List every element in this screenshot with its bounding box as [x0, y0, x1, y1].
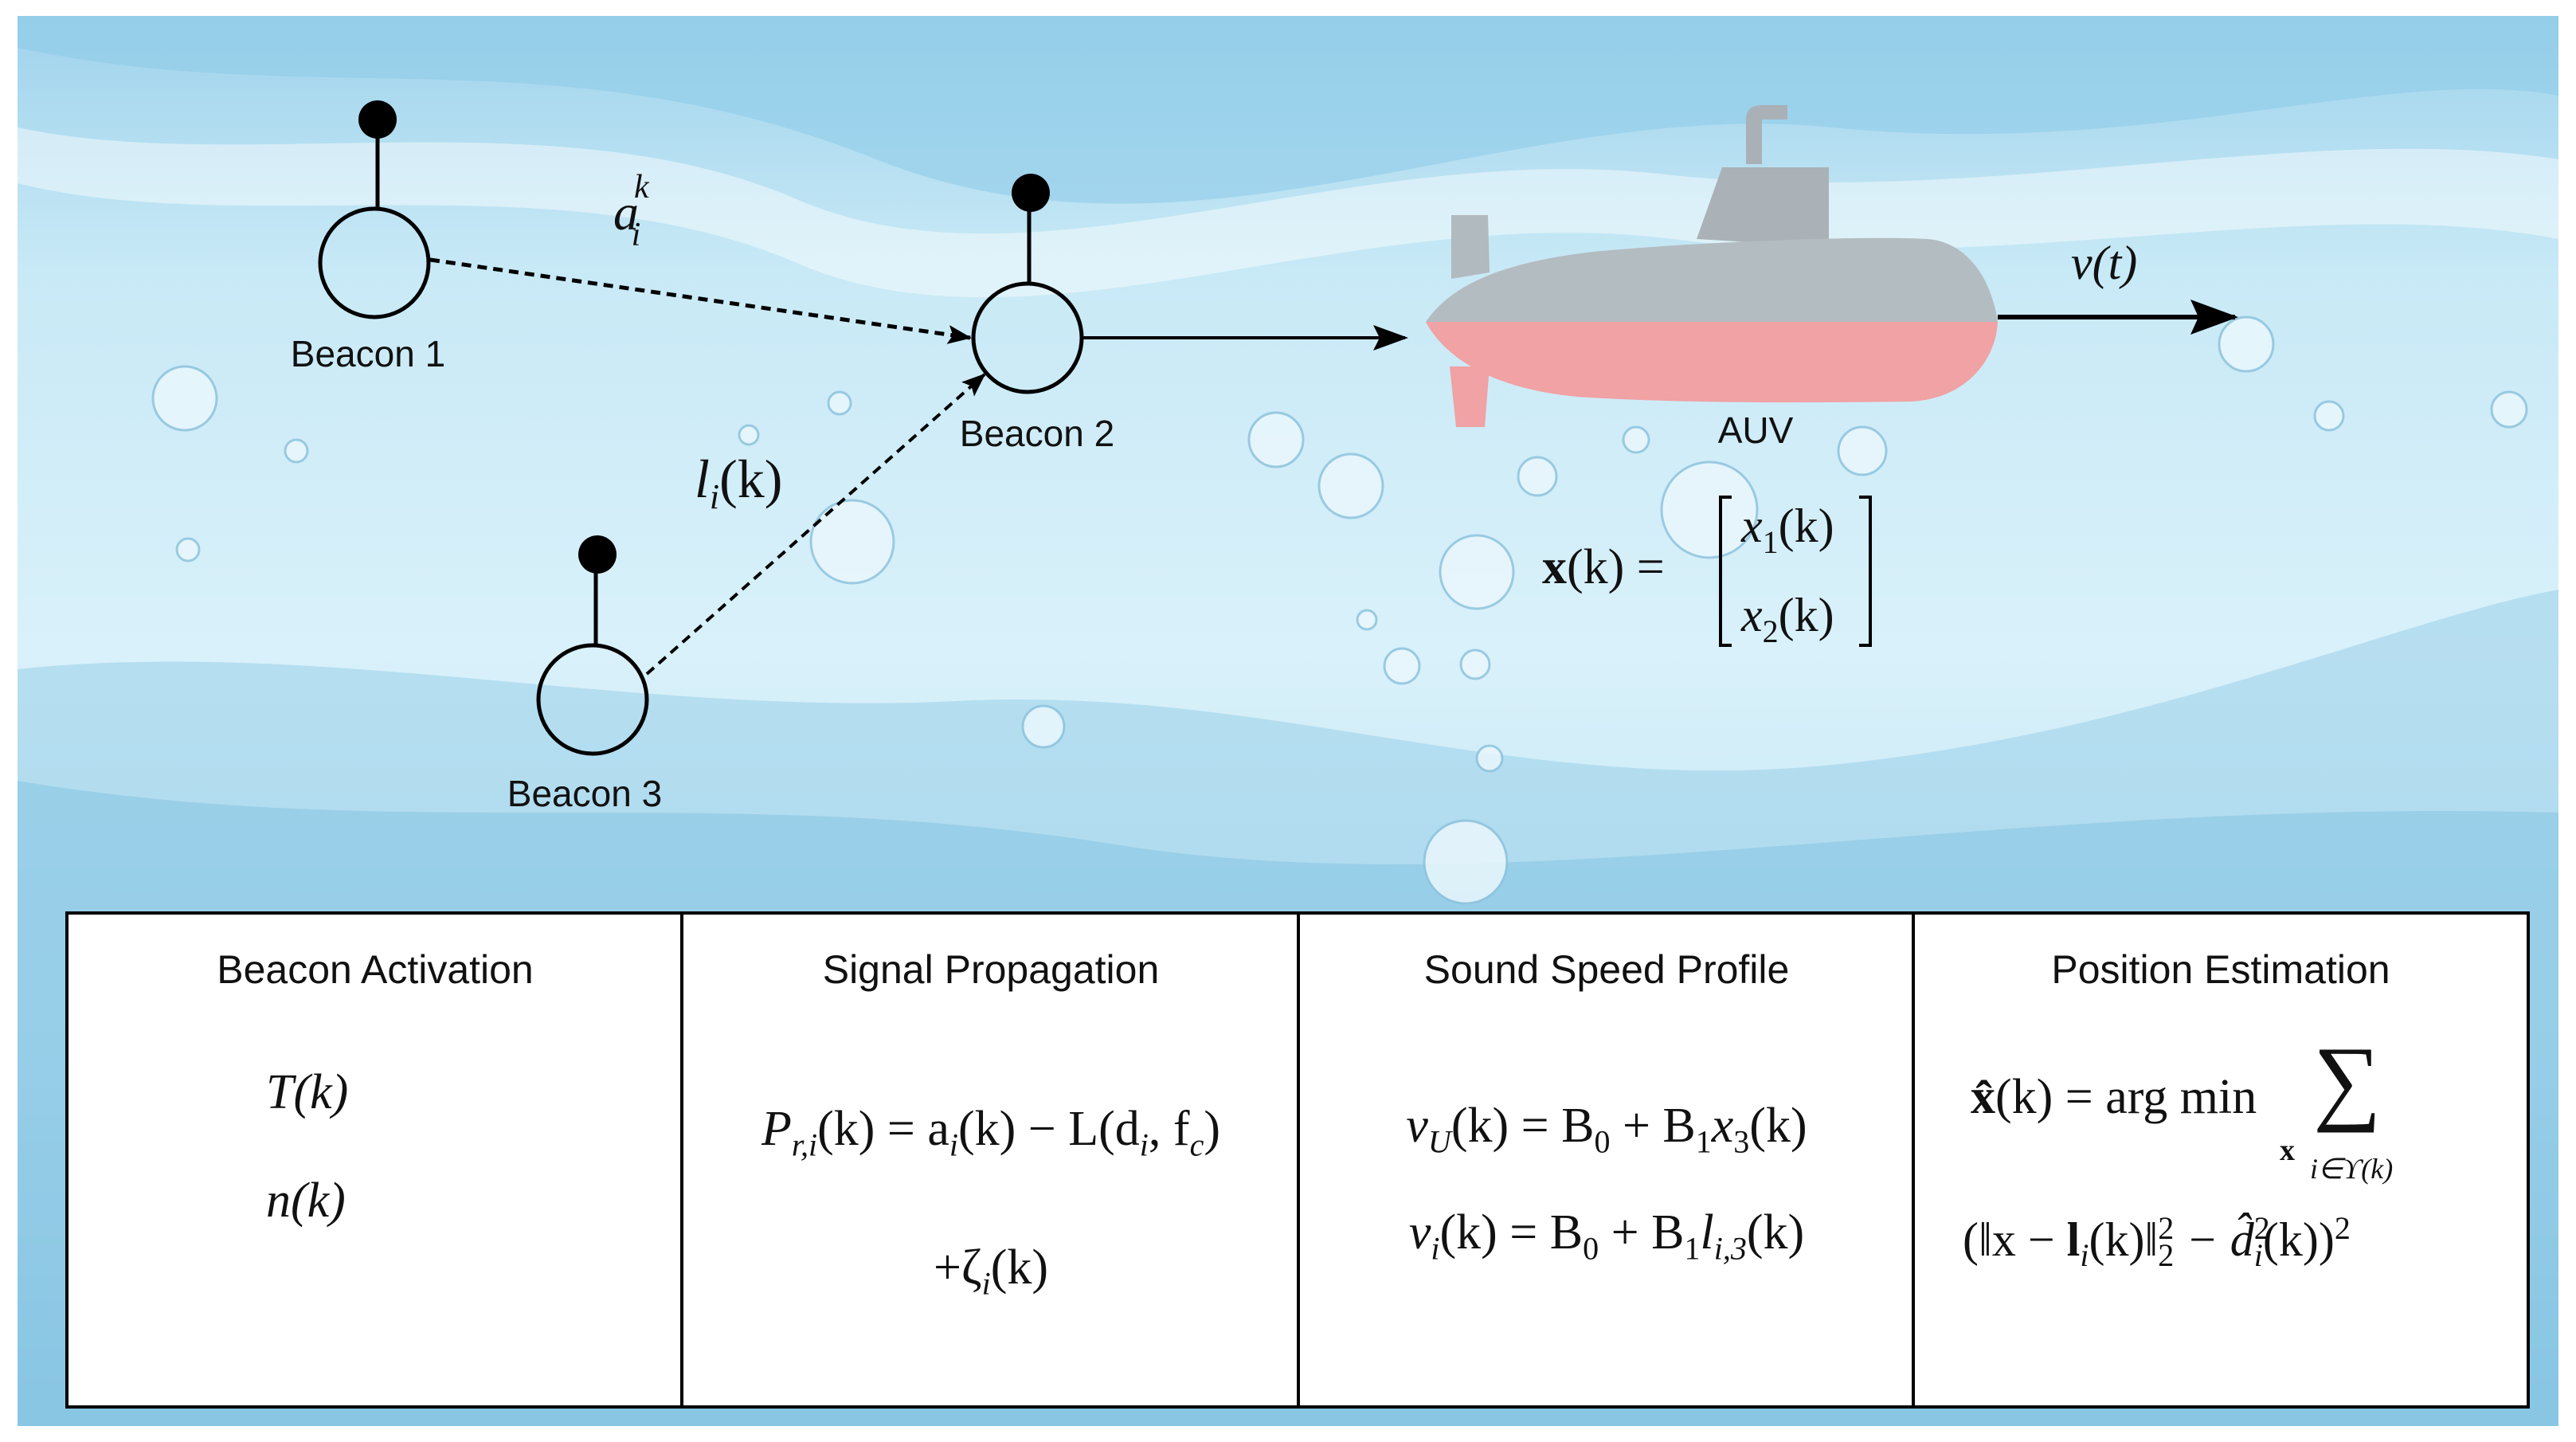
auv-rear-fin-top	[1451, 215, 1490, 279]
eq-sound-speed-beacon: vi(k) = B0 + B1li,3(k)	[1408, 1205, 1805, 1267]
link-beacon3-beacon2	[645, 373, 986, 676]
beacon-1-label: Beacon 1	[291, 333, 445, 374]
beacon-position-symbol: li(k)	[695, 449, 782, 516]
state-lhs: x(k) =	[1542, 540, 1665, 594]
eq-sum-subscript: i∈ϒ(k)	[2310, 1153, 2394, 1185]
eq-noise: n(k)	[266, 1174, 346, 1228]
beacon-1-body	[318, 206, 431, 319]
panel-position-estimation: Position Estimation x̂(k) = arg min x ∑ …	[1915, 913, 2527, 1407]
auv-tower	[1697, 167, 1829, 247]
panel-signal-propagation: Signal Propagation Pr,i(k) = ai(k) − L(d…	[683, 913, 1298, 1407]
beacon-3	[536, 535, 649, 756]
beacon-1	[318, 100, 431, 319]
state-row-2: x2(k)	[1740, 589, 1834, 649]
beacon-3-body	[536, 643, 649, 756]
velocity-symbol: v(t)	[2071, 237, 2137, 289]
auv-rear-fin-bottom	[1450, 366, 1490, 427]
beacon-3-label: Beacon 3	[507, 773, 662, 814]
beacon-2-buoy	[1012, 174, 1050, 212]
eq-noise-term: +ζi(k)	[933, 1240, 1049, 1302]
eq-argmin-subscript: x	[2280, 1134, 2295, 1167]
beacon-3-buoy	[578, 535, 617, 574]
beacon-2-label: Beacon 2	[960, 413, 1114, 454]
eq-position-estimate: x̂(k) = arg min	[1971, 1070, 2257, 1124]
wave-band-upper	[18, 127, 2558, 298]
auv-hull-top	[1426, 237, 1998, 322]
auv-periscope	[1746, 105, 1787, 164]
eq-sound-speed-auv: vU(k) = B0 + B1x3(k)	[1406, 1099, 1807, 1160]
beacon-2	[971, 174, 1084, 394]
panel-title-position-estimation: Position Estimation	[2051, 947, 2390, 992]
eq-sum-symbol: ∑	[2313, 1027, 2382, 1133]
auv-label: AUV	[1718, 409, 1794, 451]
panel-sound-speed-profile: Sound Speed Profile vU(k) = B0 + B1x3(k)…	[1300, 913, 1913, 1407]
eq-trigger: T(k)	[266, 1065, 349, 1119]
state-row-1: x1(k)	[1740, 500, 1834, 560]
auv-hull-bottom	[1426, 322, 1998, 403]
auv-submarine	[1426, 105, 1998, 427]
beacon-1-buoy	[358, 100, 397, 139]
bubbles	[151, 315, 2528, 905]
panel-title-signal-propagation: Signal Propagation	[822, 947, 1160, 992]
state-bracket-right	[1859, 496, 1872, 647]
beacon-2-body	[971, 281, 1084, 394]
panel-title-beacon-activation: Beacon Activation	[217, 947, 534, 992]
eq-position-cost: (‖x − li(k)‖22 − d̂2i(k))2	[1963, 1210, 2351, 1273]
eq-received-power: Pr,i(k) = ai(k) − L(di, fc)	[761, 1102, 1220, 1163]
panel-title-sound-speed-profile: Sound Speed Profile	[1423, 947, 1790, 992]
link-beacon1-beacon2	[429, 257, 972, 344]
wave-band-top	[18, 16, 2558, 204]
panel-beacon-activation: Beacon Activation T(k) n(k)	[69, 913, 682, 1407]
state-bracket-left	[1719, 496, 1732, 647]
